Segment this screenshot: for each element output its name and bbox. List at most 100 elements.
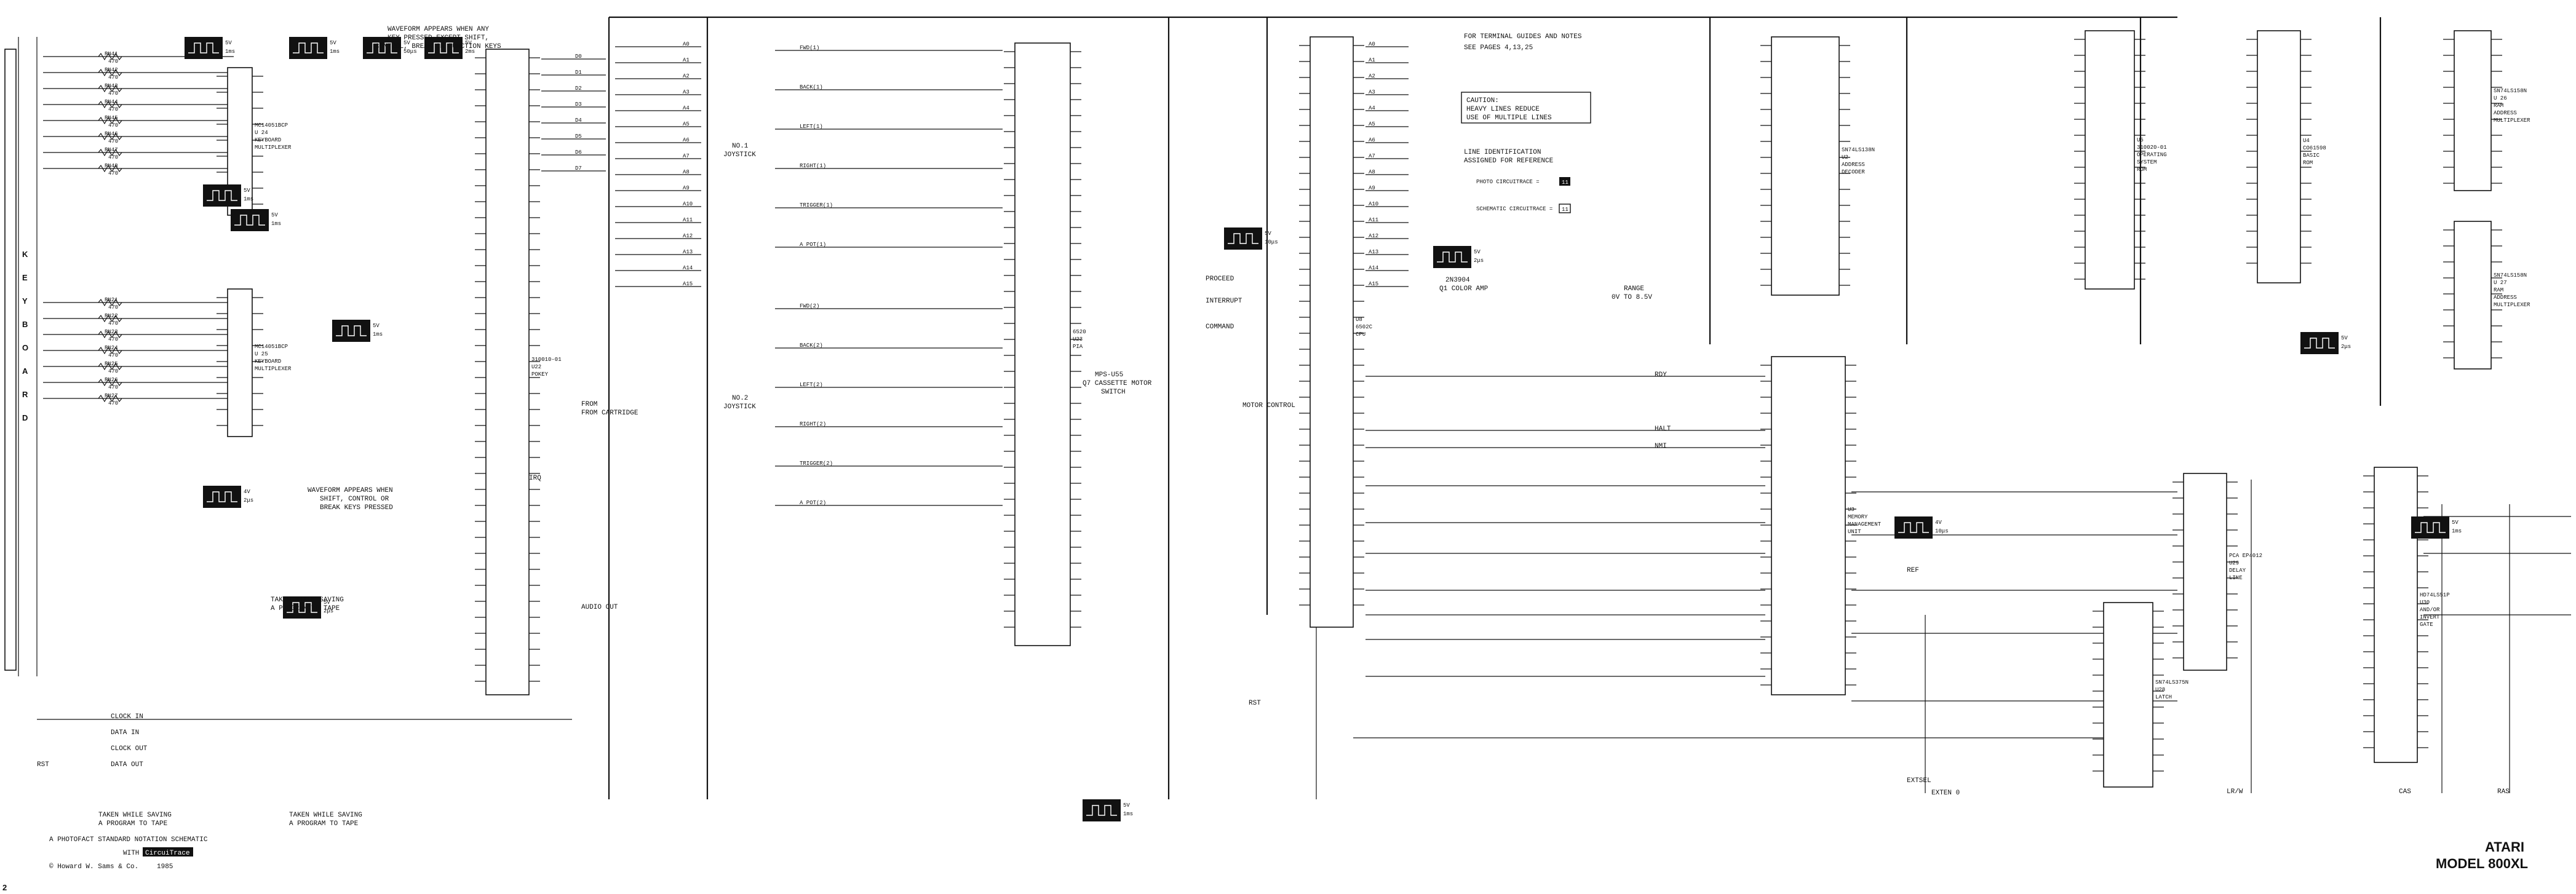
chip-label: MANAGEMENT	[1848, 521, 1882, 528]
resistor-symbol	[98, 164, 122, 173]
note-pages: SEE PAGES 4,13,25	[1464, 44, 1533, 52]
resistor-symbol	[98, 378, 122, 387]
bus-address-pin: A11	[683, 217, 693, 223]
chip-label: DECODER	[1842, 169, 1865, 175]
chip-label: MC14051BCP	[255, 344, 288, 350]
resistor-value: 470	[108, 106, 118, 113]
cpu-address-pin: A1	[1369, 57, 1375, 63]
waveform-volts: 4V	[244, 489, 250, 495]
note-guides: FOR TERMINAL GUIDES AND NOTES	[1464, 33, 1582, 41]
resistor-value: 470	[108, 74, 118, 81]
footer-with: WITH	[123, 850, 139, 857]
resistor-symbol	[98, 84, 122, 93]
bus-address-pin: A3	[683, 89, 690, 95]
chip-label: SN74LS158N	[2494, 272, 2527, 279]
signal-labels: FROM FROM CARTRIDGE AUDIO OUT NO.1 JOYST…	[37, 143, 2510, 797]
resistor-value: 470	[108, 90, 118, 97]
label-rst-2: RST	[1249, 700, 1261, 707]
note-tape2-2: A PROGRAM TO TAPE	[98, 820, 168, 828]
label-irq: IRQ	[529, 475, 541, 482]
chip-label: ADDRESS	[2494, 295, 2517, 301]
note-schem-ct: SCHEMATIC CIRCUITRACE =	[1476, 206, 1552, 212]
note-tape1-2: A PROGRAM TO TAPE	[271, 605, 340, 612]
resistor-label: RN26	[105, 377, 118, 383]
note-tape2-1: TAKEN WHILE SAVING	[98, 812, 172, 819]
chip-label: UNIT	[1848, 529, 1861, 535]
chip-label: PCA EP4012	[2229, 553, 2262, 559]
bus-address-pin: A13	[683, 249, 693, 255]
waveform-time: 1ms	[2452, 528, 2462, 534]
chip-label: SN74LS375N	[2155, 679, 2188, 686]
cpu-address-pin: A10	[1369, 201, 1378, 207]
note-lineid-2: ASSIGNED FOR REFERENCE	[1464, 157, 1554, 165]
footer-brand: CircuiTrace	[145, 850, 190, 857]
bus-address-pin: A2	[683, 73, 690, 79]
resistor-label: RN42	[105, 67, 118, 73]
pokey-data-pin: D5	[575, 133, 582, 140]
resistor-label: RN41	[105, 51, 118, 57]
resistor-symbol	[98, 52, 122, 61]
chip-label: 310020-01	[2137, 144, 2167, 151]
waveform-volts: 5V	[244, 188, 250, 194]
resistor-value: 470	[108, 304, 118, 311]
label-from-cartridge: FROM CARTRIDGE	[581, 409, 638, 417]
label-cassette-2: Q7 CASSETTE MOTOR	[1083, 380, 1152, 387]
bus-address-pin: A15	[683, 281, 693, 287]
footer-copyright: © Howard W. Sams & Co.	[49, 863, 138, 871]
waveform-time: 50μs	[403, 49, 417, 55]
waveform-time: 1ms	[244, 196, 253, 202]
cpu-address-pin: A11	[1369, 217, 1378, 223]
resistor-value: 470	[108, 154, 118, 160]
footer: A PHOTOFACT STANDARD NOTATION SCHEMATIC …	[2, 836, 208, 892]
resistor-value: 470	[108, 320, 118, 326]
waveform-volts: 5V	[1265, 231, 1271, 237]
pokey-data-pin: D4	[575, 117, 582, 124]
resistor-symbol	[98, 298, 122, 307]
note-photo-ct: PHOTO CIRCUITRACE =	[1476, 179, 1540, 185]
label-proceed: PROCEED	[1206, 275, 1234, 283]
waveform-time: 2μs	[324, 608, 333, 614]
waveform-time: 2ms	[465, 49, 475, 55]
bus-address-pin: A10	[683, 201, 693, 207]
chip-label: KEYBOARD	[255, 358, 281, 365]
chip-label: INVERT	[2420, 614, 2440, 620]
label-rst: RST	[37, 761, 49, 769]
waveform-time: 1ms	[271, 221, 281, 227]
joystick2-line: LEFT(2)	[800, 382, 823, 388]
note-caution-3: USE OF MULTIPLE LINES	[1466, 114, 1552, 122]
waveform-volts: 5V	[225, 40, 232, 46]
joystick2-line: FWD(2)	[800, 303, 819, 309]
joystick1-line: RIGHT(1)	[800, 163, 826, 169]
label-data-in: DATA IN	[111, 729, 139, 737]
chip-label: 6520	[1073, 329, 1086, 335]
resistor-label: RN27	[105, 393, 118, 399]
signal-wires: A0A0A1A1A2A2A3A3A4A4A5A5A6A6A7A7A8A8A9A9…	[541, 41, 2571, 702]
joystick2-line: RIGHT(2)	[800, 421, 826, 427]
note-anykey-1: WAVEFORM APPEARS WHEN ANY	[388, 26, 489, 33]
joystick1-line: FWD(1)	[800, 45, 819, 51]
resistor-symbol	[98, 100, 122, 109]
keyboard-letter: D	[22, 413, 28, 422]
waveform-volts: 5V	[2452, 520, 2459, 526]
resistor-value: 470	[108, 122, 118, 129]
chip-label: SN74LS138N	[1842, 147, 1875, 153]
chip-label: U4	[2303, 138, 2310, 144]
cpu-address-pin: A2	[1369, 73, 1375, 79]
chip-label: 310010-01	[531, 357, 562, 363]
keyboard-letters: KEYBOARD	[22, 250, 28, 422]
note-anykey-2: KEY PRESSED EXCEPT SHIFT,	[388, 34, 489, 42]
cpu-address-pin: A15	[1369, 281, 1378, 287]
chip-label: PIA	[1073, 344, 1083, 350]
waveform-volts: 5V	[1474, 249, 1481, 255]
resistor-symbol	[98, 394, 122, 403]
label-joy2-1: NO.2	[732, 395, 748, 402]
